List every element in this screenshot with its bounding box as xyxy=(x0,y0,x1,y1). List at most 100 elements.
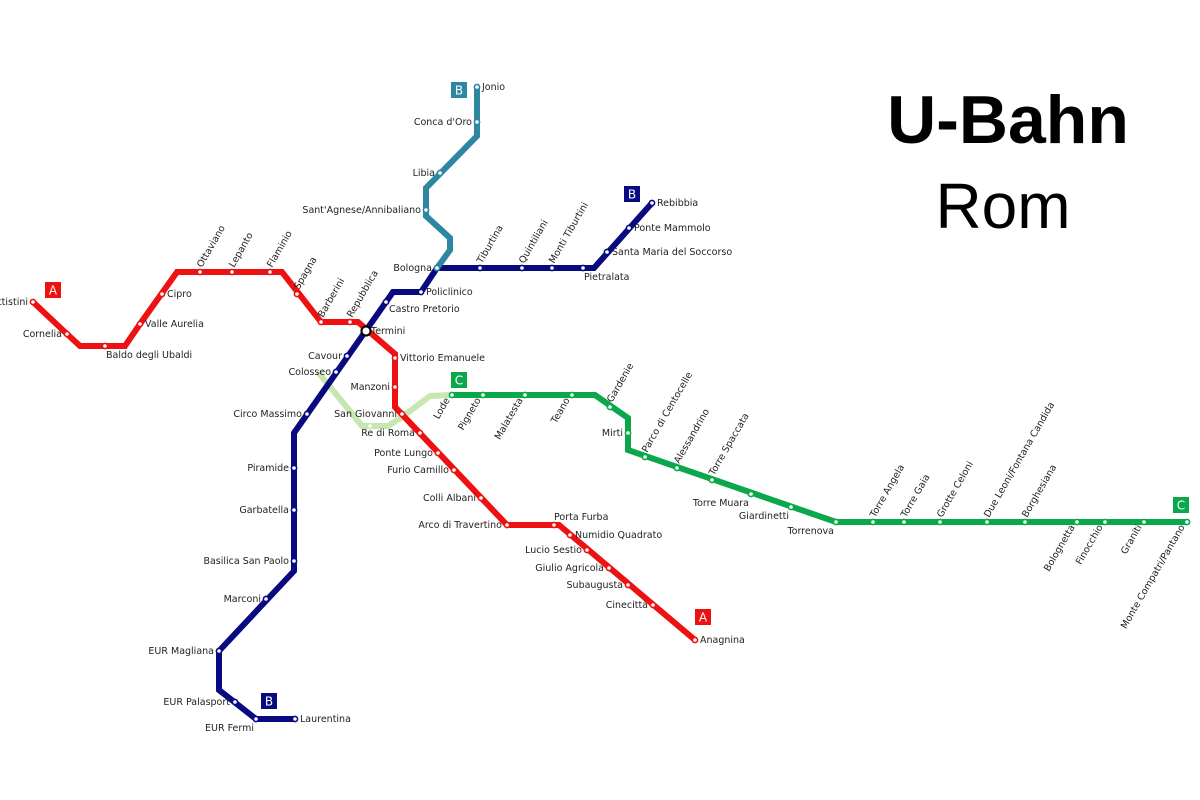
station-dot[interactable] xyxy=(476,264,484,272)
station-dot[interactable] xyxy=(477,494,485,502)
station-giardinetti[interactable]: Giardinetti xyxy=(739,503,795,522)
station-porta-furba[interactable]: Porta Furba xyxy=(550,512,608,529)
station-pietralata[interactable]: Pietralata xyxy=(579,264,629,283)
station-dot[interactable] xyxy=(290,506,298,514)
station-dot[interactable] xyxy=(433,264,441,272)
station-dot[interactable] xyxy=(417,288,425,296)
station-dot[interactable] xyxy=(291,715,299,723)
station-dot[interactable] xyxy=(473,118,481,126)
station-valle-aurelia[interactable]: Valle Aurelia xyxy=(136,319,204,330)
station-ponte-lungo[interactable]: Ponte Lungo xyxy=(374,448,442,459)
station-ponte-mammolo[interactable]: Ponte Mammolo xyxy=(625,223,711,234)
station-torre-gaia[interactable]: Torre Gaia xyxy=(899,472,933,526)
station-dot[interactable] xyxy=(473,83,481,91)
station-dot[interactable] xyxy=(479,391,487,399)
station-dot[interactable] xyxy=(450,466,458,474)
station-torre-muara[interactable]: Torre Muara xyxy=(692,490,755,509)
station-dot[interactable] xyxy=(568,391,576,399)
station-ottaviano[interactable]: Ottaviano xyxy=(195,223,228,276)
station-jonio[interactable]: Jonio xyxy=(473,82,505,93)
station-libia[interactable]: Libia xyxy=(413,168,444,179)
station-dot[interactable] xyxy=(317,318,325,326)
station-dot[interactable] xyxy=(708,476,716,484)
station-dot[interactable] xyxy=(832,518,840,526)
station-torrenova[interactable]: Torrenova xyxy=(786,518,840,537)
station-baldo-degli-ubaldi[interactable]: Baldo degli Ubaldi xyxy=(101,342,192,361)
station-cinecitt-[interactable]: Cinecittà xyxy=(606,600,657,611)
station-basilica-san-paolo[interactable]: Basilica San Paolo xyxy=(203,556,298,567)
station-piramide[interactable]: Piramide xyxy=(247,463,298,474)
station-dot[interactable] xyxy=(566,531,574,539)
station-dot[interactable] xyxy=(448,391,456,399)
station-grotte-celoni[interactable]: Grotte Celoni xyxy=(935,460,976,526)
station-dot[interactable] xyxy=(266,268,274,276)
station-dot[interactable] xyxy=(641,453,649,461)
station-rebibbia[interactable]: Rebibbia xyxy=(648,198,698,209)
station-santa-maria-del-soccorso[interactable]: Santa Maria del Soccorso xyxy=(603,247,732,258)
station-malatesta[interactable]: Malatesta xyxy=(493,391,529,442)
station-dot[interactable] xyxy=(648,199,656,207)
station-subaugusta[interactable]: Subaugusta xyxy=(567,580,632,591)
station-dot[interactable] xyxy=(290,464,298,472)
station-dot[interactable] xyxy=(303,410,311,418)
station-dot[interactable] xyxy=(869,518,877,526)
station-dot[interactable] xyxy=(1140,518,1148,526)
station-castro-pretorio[interactable]: Castro Pretorio xyxy=(382,298,460,315)
station-vittorio-emanuele[interactable]: Vittorio Emanuele xyxy=(391,353,485,364)
station-dot[interactable] xyxy=(434,449,442,457)
station-arco-di-travertino[interactable]: Arco di Travertino xyxy=(418,520,511,531)
station-dot[interactable] xyxy=(624,581,632,589)
station-colosseo[interactable]: Colosseo xyxy=(289,367,340,378)
station-eur-fermi[interactable]: EUR Fermi xyxy=(205,715,260,734)
station-monti-tiburtini[interactable]: Monti Tiburtini xyxy=(547,201,591,272)
station-dot[interactable] xyxy=(416,429,424,437)
station-dot[interactable] xyxy=(747,490,755,498)
station-bologna[interactable] xyxy=(433,264,441,272)
station-dot[interactable] xyxy=(231,698,239,706)
station-dot[interactable] xyxy=(550,521,558,529)
station-anagnina[interactable]: Anagnina xyxy=(691,635,745,646)
station-dot[interactable] xyxy=(293,290,301,298)
station-giulio-agricola[interactable]: Giulio Agricola xyxy=(535,563,613,574)
station-furio-camillo[interactable]: Furio Camillo xyxy=(387,465,458,476)
station-dot[interactable] xyxy=(391,354,399,362)
station-battistini[interactable]: Battistini xyxy=(0,297,37,308)
station-mirti[interactable]: Mirti xyxy=(602,428,632,439)
station-dot[interactable] xyxy=(605,564,613,572)
station-dot[interactable] xyxy=(673,464,681,472)
station-dot[interactable] xyxy=(583,546,591,554)
station-dot[interactable] xyxy=(136,320,144,328)
station-dot[interactable] xyxy=(382,298,390,306)
station-bolognetta[interactable]: Bolognetta xyxy=(1042,518,1081,573)
station-dot[interactable] xyxy=(521,391,529,399)
station-conca-d-oro[interactable]: Conca d'Oro xyxy=(414,117,481,128)
station-lucio-sestio[interactable]: Lucio Sestio xyxy=(525,545,591,556)
station-dot[interactable] xyxy=(983,518,991,526)
station-alessandrino[interactable]: Alessandrino xyxy=(672,407,712,472)
station-cipro[interactable]: Cipro xyxy=(158,289,192,300)
station-dot[interactable] xyxy=(398,410,406,418)
station-dot[interactable] xyxy=(252,715,260,723)
station-barberini[interactable]: Barberini xyxy=(316,276,347,326)
station-termini[interactable]: Termini xyxy=(360,325,406,337)
station-dot[interactable] xyxy=(101,342,109,350)
station-gardenie[interactable]: Gardenie xyxy=(605,361,636,411)
station-colli-albani[interactable]: Colli Albani xyxy=(423,493,485,504)
station-garbatella[interactable]: Garbatella xyxy=(239,505,298,516)
station-dot[interactable] xyxy=(1021,518,1029,526)
station-lepanto[interactable]: Lepanto xyxy=(227,231,256,276)
station-dot[interactable] xyxy=(215,647,223,655)
station-dot[interactable] xyxy=(196,268,204,276)
station-dot[interactable] xyxy=(1183,518,1191,526)
station-dot[interactable] xyxy=(343,352,351,360)
station-dot[interactable] xyxy=(158,290,166,298)
station-cornelia[interactable]: Cornelia xyxy=(23,329,71,340)
station-dot[interactable] xyxy=(228,268,236,276)
station-pigneto[interactable]: Pigneto xyxy=(456,391,487,432)
station-dot[interactable] xyxy=(603,248,611,256)
station-numidio-quadrato[interactable]: Numidio Quadrato xyxy=(566,530,662,541)
station-dot[interactable] xyxy=(290,557,298,565)
station-dot[interactable] xyxy=(436,169,444,177)
station-due-leoni-fontana-candida[interactable]: Due Leoni/Fontana Candida xyxy=(982,400,1057,526)
station-dot[interactable] xyxy=(1101,518,1109,526)
